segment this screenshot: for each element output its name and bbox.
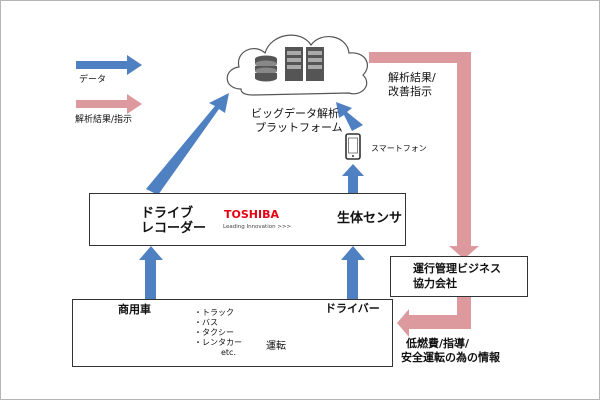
smartphone-label: スマートフォン <box>371 144 427 153</box>
info-label: 低燃費/指導/ 安全運転の為の情報 <box>401 337 500 365</box>
data-arrow-phone-to-cloud <box>336 102 363 131</box>
partner-label-line1: 運行管理ビジネス <box>413 262 501 275</box>
info-label-line1: 低燃費/指導/ <box>406 337 470 350</box>
partner-box <box>390 256 528 297</box>
smartphone-icon <box>345 133 361 160</box>
partner-label: 運行管理ビジネス 協力会社 <box>413 261 501 291</box>
driving-label: 運転 <box>266 341 286 352</box>
device-box <box>89 193 406 246</box>
biosensor-label: 生体センサ <box>337 211 403 226</box>
legend-data-label: データ <box>79 75 107 85</box>
result-arrow-to-driver <box>397 297 471 337</box>
legend-result-arrow <box>76 94 142 114</box>
analysis-result-label: 解析結果/ 改善指示 <box>388 71 436 99</box>
drive-recorder-line1: ドライブ <box>141 206 194 221</box>
server-icon <box>285 47 324 81</box>
vehicle-type-item: ・バス <box>194 318 218 327</box>
toshiba-logo: TOSHIBA <box>224 208 279 221</box>
analysis-result-line2: 改善指示 <box>388 85 432 98</box>
data-arrow-sensor-to-phone <box>342 164 364 193</box>
data-arrow-vehicle-to-recorder <box>139 246 163 299</box>
data-arrow-recorder-to-cloud <box>146 93 229 195</box>
commercial-vehicle-label: 商用車 <box>118 303 151 316</box>
legend-data-arrow <box>76 55 142 75</box>
platform-label: ビッグデータ解析 プラットフォーム <box>251 107 343 135</box>
analysis-result-line1: 解析結果/ <box>388 71 436 84</box>
vehicle-type-item: ・トラック <box>194 308 234 317</box>
toshiba-tagline: Leading Innovation >>> <box>223 224 292 230</box>
vehicle-etc: etc. <box>221 348 236 357</box>
info-label-line2: 安全運転の為の情報 <box>401 351 500 364</box>
legend-result-label: 解析結果/指示 <box>75 115 133 125</box>
platform-label-line1: ビッグデータ解析 <box>251 107 339 120</box>
driver-label: ドライバー <box>325 302 380 315</box>
partner-label-line2: 協力会社 <box>413 277 457 290</box>
result-arrow-to-partner <box>369 52 479 259</box>
platform-label-line2: プラットフォーム <box>255 121 343 134</box>
vehicle-type-item: ・レンタカー <box>194 338 242 347</box>
database-icon <box>255 55 277 82</box>
drive-recorder-line2: レコーダー <box>141 221 207 236</box>
bottom-box <box>72 299 393 367</box>
drive-recorder-label: ドライブ レコーダー <box>141 206 206 236</box>
vehicle-type-list: ・トラック ・バス ・タクシー ・レンタカー <box>194 308 242 348</box>
vehicle-type-item: ・タクシー <box>194 328 234 337</box>
data-arrow-driver-to-sensor <box>341 246 365 299</box>
